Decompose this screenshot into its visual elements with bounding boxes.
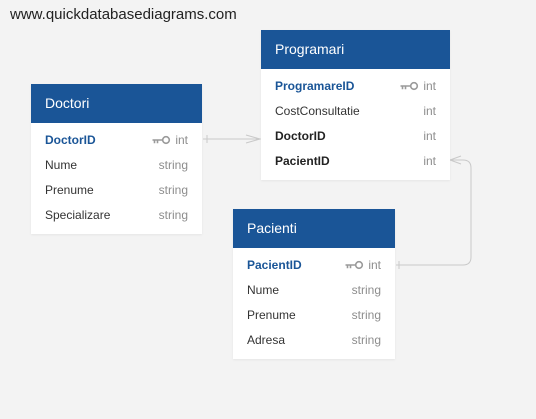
column-name: Nume: [247, 283, 280, 297]
column-row[interactable]: Nume string: [31, 153, 202, 178]
relationship-doctor: [203, 134, 262, 144]
key-icon: [152, 135, 171, 145]
column-type: int: [368, 258, 381, 272]
column-type: string: [158, 158, 188, 172]
column-name: DoctorID: [275, 129, 326, 143]
column-name: Adresa: [247, 333, 286, 347]
table-doctori[interactable]: Doctori DoctorID int Nume string Prenume…: [31, 84, 202, 234]
table-rows-pacienti: PacientID int Nume string Prenume string…: [233, 248, 395, 359]
column-row[interactable]: PacientID int: [233, 253, 395, 278]
column-type: int: [423, 104, 436, 118]
column-type: int: [175, 133, 188, 147]
column-name: ProgramareID: [275, 79, 355, 93]
column-name: PacientID: [247, 258, 302, 272]
table-rows-doctori: DoctorID int Nume string Prenume string …: [31, 123, 202, 234]
column-name: Prenume: [247, 308, 296, 322]
column-type: string: [351, 308, 381, 322]
column-row[interactable]: DoctorID int: [31, 128, 202, 153]
column-type: string: [158, 208, 188, 222]
column-row[interactable]: ProgramareID int: [261, 74, 450, 99]
column-row[interactable]: CostConsultatie int: [261, 99, 450, 124]
column-row[interactable]: Specializare string: [31, 203, 202, 228]
column-row[interactable]: PacientID int: [261, 149, 450, 174]
table-rows-programari: ProgramareID int CostConsultatie int Doc…: [261, 69, 450, 180]
table-header-doctori: Doctori: [31, 84, 202, 123]
column-row[interactable]: Prenume string: [31, 178, 202, 203]
column-type: string: [351, 283, 381, 297]
column-name: DoctorID: [45, 133, 96, 147]
table-header-programari: Programari: [261, 30, 450, 69]
table-header-pacienti: Pacienti: [233, 209, 395, 248]
key-icon: [345, 260, 364, 270]
column-name: CostConsultatie: [275, 104, 360, 118]
column-row[interactable]: Adresa string: [233, 328, 395, 353]
column-row[interactable]: Prenume string: [233, 303, 395, 328]
column-type: string: [158, 183, 188, 197]
watermark: www.quickdatabasediagrams.com: [10, 6, 237, 23]
column-type: string: [351, 333, 381, 347]
key-icon: [400, 81, 419, 91]
column-name: Nume: [45, 158, 78, 172]
column-row[interactable]: Nume string: [233, 278, 395, 303]
column-type: int: [423, 79, 436, 93]
column-name: PacientID: [275, 154, 330, 168]
table-pacienti[interactable]: Pacienti PacientID int Nume string Prenu…: [233, 209, 395, 359]
column-row[interactable]: DoctorID int: [261, 124, 450, 149]
column-type: int: [423, 154, 436, 168]
column-name: Prenume: [45, 183, 94, 197]
column-name: Specializare: [45, 208, 111, 222]
column-type: int: [423, 129, 436, 143]
relationship-pacient: [396, 155, 472, 269]
table-programari[interactable]: Programari ProgramareID int CostConsulta…: [261, 30, 450, 180]
